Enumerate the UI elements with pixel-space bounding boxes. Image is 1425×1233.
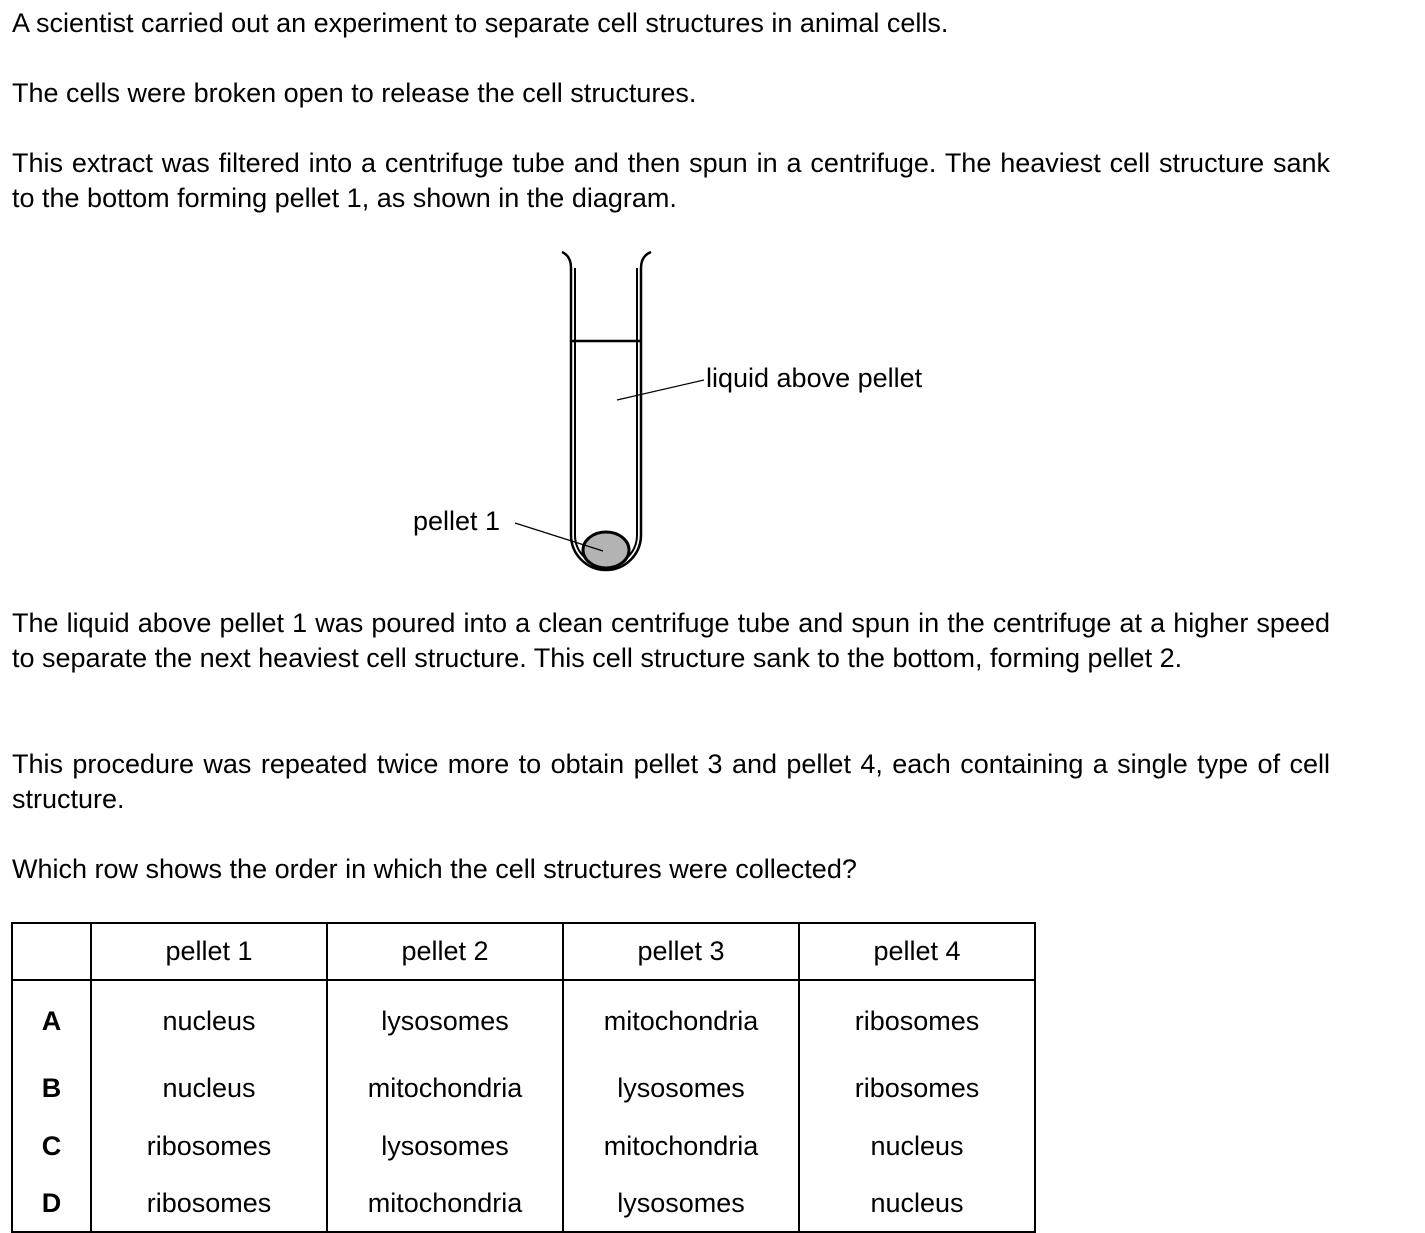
pellet-leader-line	[514, 522, 604, 552]
liquid-above-pellet-label: liquid above pellet	[706, 363, 923, 393]
paragraph-intro: A scientist carried out an experiment to…	[12, 8, 949, 38]
table-cell: ribosomes	[798, 1059, 1036, 1117]
table-header-cell: pellet 4	[798, 922, 1036, 981]
table-cell: ribosomes	[798, 980, 1036, 1059]
option-label: B	[11, 1059, 92, 1117]
tube-outer-wall	[561, 250, 652, 572]
table-cell: mitochondria	[326, 1175, 564, 1233]
table-cell: mitochondria	[326, 1059, 564, 1117]
table-header-cell: pellet 2	[326, 922, 564, 981]
table-cell: lysosomes	[326, 980, 564, 1059]
table-cell: lysosomes	[562, 1059, 800, 1117]
table-header-cell: pellet 3	[562, 922, 800, 981]
paragraph-question: Which row shows the order in which the c…	[12, 854, 857, 884]
table-header-row: pellet 1 pellet 2 pellet 3 pellet 4	[11, 922, 1036, 981]
table-header-cell	[11, 922, 92, 981]
tube-inner-wall	[574, 268, 638, 567]
liquid-leader-line	[616, 379, 705, 401]
option-label: A	[11, 980, 92, 1059]
table-cell: nucleus	[798, 1175, 1036, 1233]
table-cell: mitochondria	[562, 1117, 800, 1175]
table-row: A nucleus lysosomes mitochondria ribosom…	[11, 980, 1036, 1059]
table-cell: mitochondria	[562, 980, 800, 1059]
answer-options-table: pellet 1 pellet 2 pellet 3 pellet 4 A nu…	[11, 922, 1036, 1233]
table-header-cell: pellet 1	[90, 922, 328, 981]
table-cell: ribosomes	[90, 1117, 328, 1175]
table-cell: nucleus	[90, 1059, 328, 1117]
table-row: B nucleus mitochondria lysosomes ribosom…	[11, 1059, 1036, 1117]
table-cell: lysosomes	[562, 1175, 800, 1233]
table-cell: nucleus	[90, 980, 328, 1059]
paragraph-second-spin: The liquid above pellet 1 was poured int…	[12, 608, 1330, 673]
table-cell: ribosomes	[90, 1175, 328, 1233]
table-cell: lysosomes	[326, 1117, 564, 1175]
option-label: C	[11, 1117, 92, 1175]
option-label: D	[11, 1175, 92, 1233]
paragraph-cells-broken: The cells were broken open to release th…	[12, 78, 697, 108]
pellet-1-shape	[581, 530, 631, 570]
table-cell: nucleus	[798, 1117, 1036, 1175]
table-row: C ribosomes lysosomes mitochondria nucle…	[11, 1117, 1036, 1175]
table-row: D ribosomes mitochondria lysosomes nucle…	[11, 1175, 1036, 1233]
pellet-1-label: pellet 1	[413, 506, 501, 536]
paragraph-repeated: This procedure was repeated twice more t…	[12, 749, 1330, 814]
paragraph-centrifuge: This extract was filtered into a centrif…	[12, 148, 1330, 213]
